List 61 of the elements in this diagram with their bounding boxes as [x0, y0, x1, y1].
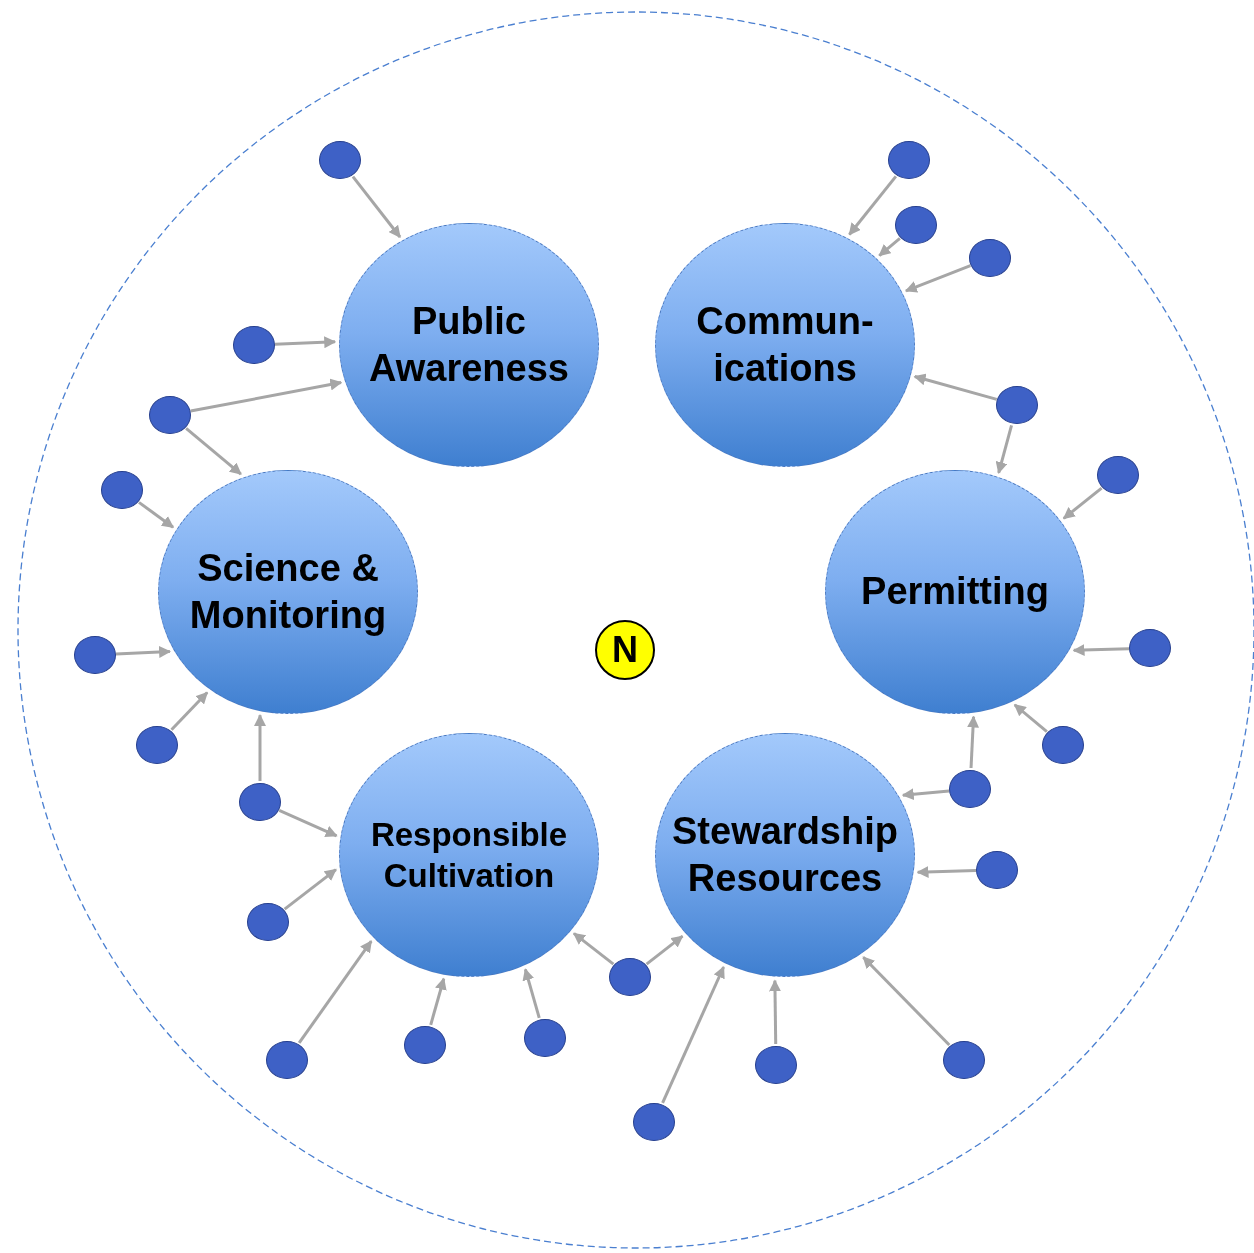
node-label: Commun- ications: [695, 298, 875, 391]
dot-node: [609, 958, 651, 996]
arrow: [278, 809, 338, 838]
dot-node: [949, 770, 991, 808]
arrow: [878, 237, 901, 257]
dot-node: [266, 1041, 308, 1079]
dot-node: [1042, 726, 1084, 764]
arrow: [967, 715, 979, 769]
arrow: [572, 932, 615, 966]
arrow: [661, 965, 725, 1104]
arrow: [185, 427, 242, 476]
dot-node: [633, 1103, 675, 1141]
dot-node: [247, 903, 289, 941]
dot-node: [996, 386, 1038, 424]
arrow: [913, 373, 998, 401]
arrow: [351, 175, 402, 238]
arrow: [297, 940, 373, 1044]
arrow: [115, 646, 172, 659]
dot-node: [149, 396, 191, 434]
dot-node: [136, 726, 178, 764]
arrow: [1013, 703, 1048, 733]
dot-node: [404, 1026, 446, 1064]
arrow: [254, 714, 266, 781]
dot-node: [319, 141, 361, 179]
arrow: [916, 866, 977, 878]
dot-node: [233, 326, 275, 364]
arrow: [1062, 486, 1103, 520]
dot-node: [1097, 456, 1139, 494]
arrow: [429, 977, 447, 1026]
node-label: N: [611, 629, 639, 671]
dot-node: [74, 636, 116, 674]
arrow: [1072, 644, 1130, 656]
node-label: Science & Monitoring: [188, 545, 388, 638]
center-marker-circle: [595, 620, 655, 680]
arrow: [170, 691, 209, 731]
arrow: [645, 934, 684, 966]
node-label: Public Awareness: [368, 298, 570, 391]
arrow: [274, 336, 337, 349]
dot-node: [524, 1019, 566, 1057]
node-label: Responsible Cultivation: [369, 814, 569, 896]
arrow: [995, 424, 1013, 475]
arrow: [283, 868, 337, 911]
dot-node: [943, 1041, 985, 1079]
arrow: [848, 175, 898, 236]
arrow: [901, 788, 950, 801]
arrow: [862, 956, 951, 1047]
arrow: [138, 501, 175, 529]
dot-node: [969, 239, 1011, 277]
arrow: [769, 979, 781, 1045]
arrow: [190, 378, 343, 413]
dot-node: [895, 206, 937, 244]
node-label: Stewardship Resources: [671, 808, 899, 901]
dot-node: [101, 471, 143, 509]
dot-node: [888, 141, 930, 179]
dot-node: [239, 783, 281, 821]
dot-node: [755, 1046, 797, 1084]
node-label: Permitting: [860, 569, 1050, 615]
arrow: [904, 264, 971, 293]
arrow: [522, 968, 541, 1019]
dot-node: [1129, 629, 1171, 667]
dot-node: [976, 851, 1018, 889]
